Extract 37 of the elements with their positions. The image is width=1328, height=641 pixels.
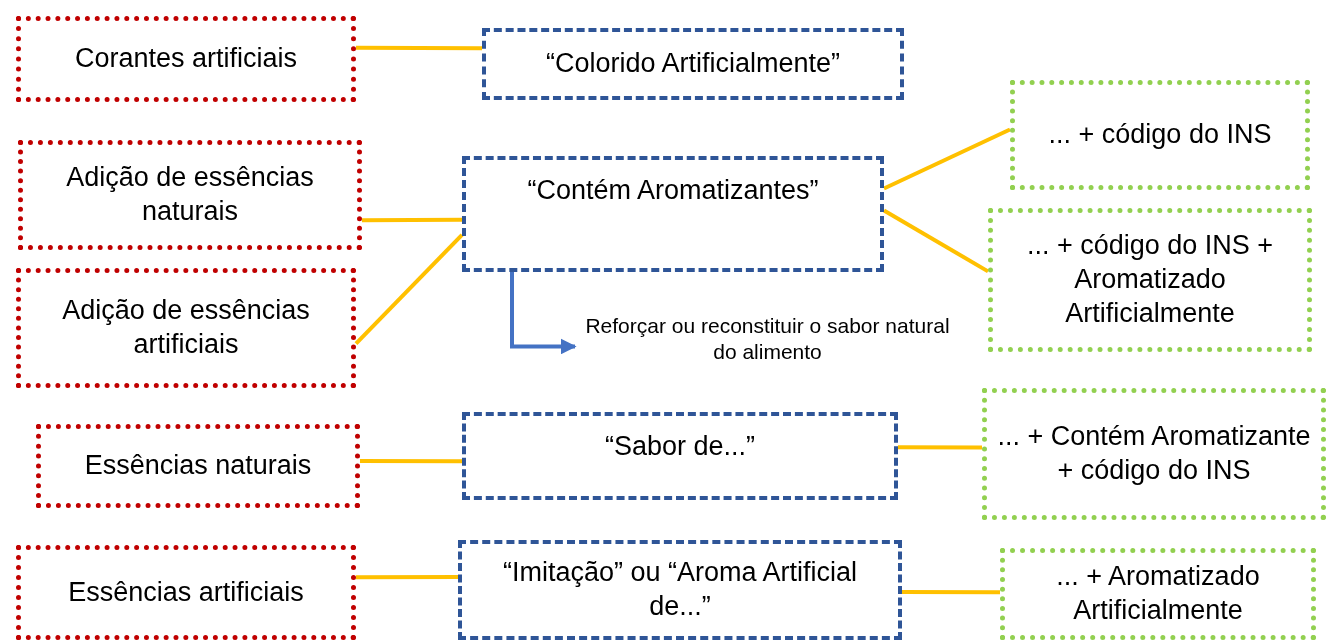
- connector-line: [354, 233, 464, 345]
- box-label: Essências artificiais: [68, 575, 304, 609]
- source-box: [16, 545, 356, 640]
- label-box: [462, 156, 884, 272]
- connector-line: [362, 217, 462, 223]
- connector-line: [883, 208, 989, 274]
- result-box: [988, 208, 1312, 352]
- connector-line: [356, 575, 458, 580]
- box-label: “Imitação” ou “Aroma Artificial de...”: [501, 556, 859, 623]
- label-box: [458, 540, 902, 640]
- box-label: “Sabor de...”: [604, 430, 756, 463]
- result-box: [982, 388, 1326, 520]
- box-label: ... + Contém Aromatizante + código do INS: [996, 420, 1312, 487]
- source-box: [16, 16, 356, 102]
- connector-line: [360, 458, 462, 464]
- connector-line: [902, 590, 1000, 595]
- box-label: “Contém Aromatizantes”: [527, 174, 819, 207]
- note-text: Reforçar ou reconstituir o sabor natural do alimento: [584, 312, 951, 365]
- connector-line: [356, 45, 482, 51]
- box-label: ... + Aromatizado Artificialmente: [1055, 560, 1261, 627]
- source-box: [16, 268, 356, 388]
- box-label: Corantes artificiais: [74, 42, 298, 76]
- result-box: [1010, 80, 1310, 190]
- box-label: Adição de essências artificiais: [61, 294, 311, 361]
- box-label: “Colorido Artificialmente”: [545, 47, 841, 81]
- box-label: Adição de essências naturais: [65, 161, 315, 228]
- box-label: ... + código do INS + Aromatizado Artificialmente: [1025, 229, 1275, 330]
- label-box: [482, 28, 904, 100]
- connector-line: [883, 127, 1011, 191]
- source-box: [18, 140, 362, 250]
- label-box: [462, 412, 898, 500]
- source-box: [36, 424, 360, 508]
- result-box: [1000, 548, 1316, 640]
- box-label: Essências naturais: [84, 449, 312, 483]
- box-label: ... + código do INS: [1048, 118, 1272, 152]
- connector-line: [898, 445, 982, 450]
- arrow: [510, 272, 577, 355]
